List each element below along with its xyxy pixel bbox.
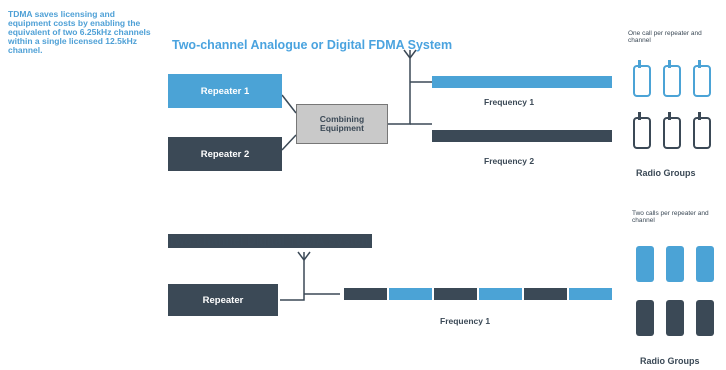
tdma-time-slot [479,288,522,300]
intro-text: TDMA saves licensing and equipment costs… [8,9,151,55]
tdma-calls-note: Two calls per repeater and channel [632,210,709,224]
tdma-frequency-bar [344,288,612,300]
tdma-time-slot [344,288,387,300]
repeater-1: Repeater 1 [168,74,282,108]
tdma-frequency-1-label: Frequency 1 [440,316,491,326]
fdma-radio-groups-label: Radio Groups [636,168,696,178]
fdma-radio-group [630,56,726,166]
antenna-icon [297,251,311,268]
combining-equipment: Combining Equipment [296,104,388,144]
tdma-time-slot [569,288,612,300]
frequency-2-label: Frequency 2 [484,156,535,166]
tdma-repeater: Repeater [168,284,278,316]
frequency-2-bar [432,130,612,142]
frequency-1-label: Frequency 1 [484,97,535,107]
tdma-radio-group [632,240,726,350]
tdma-radio-groups-label: Radio Groups [640,356,700,366]
fdma-title: Two-channel Analogue or Digital FDMA Sys… [172,38,453,52]
tdma-time-slot [389,288,432,300]
repeater-2: Repeater 2 [168,137,282,171]
tdma-time-slot [434,288,477,300]
antenna-icon [403,49,417,68]
tdma-time-slot [524,288,567,300]
tdma-title: Two-channel Digital TDMA System [168,234,373,248]
fdma-calls-note: One call per repeater and channel [628,30,702,44]
frequency-1-bar [432,76,612,88]
